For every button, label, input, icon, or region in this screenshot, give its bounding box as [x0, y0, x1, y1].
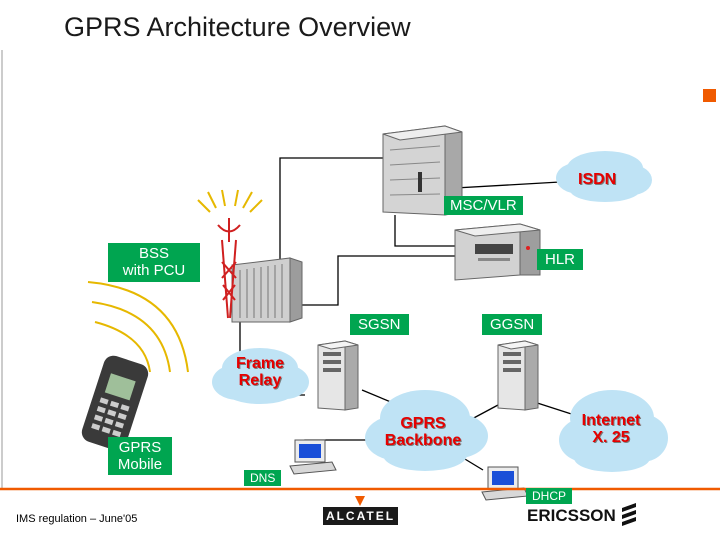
internet-label: Internet X. 25 [572, 412, 650, 446]
hlr-computer-icon [454, 223, 541, 281]
msc-vlr-cabinet-icon [382, 125, 463, 216]
bss-label: BSS with PCU [108, 243, 200, 282]
ggsn-label: GGSN [482, 314, 543, 335]
gprs-mobile-label: GPRS Mobile [108, 437, 172, 475]
internet-cloud [559, 390, 668, 472]
dhcp-label: DHCP [526, 488, 573, 504]
bss-label-line1: BSS [138, 245, 169, 262]
msc-vlr-label: MSC/VLR [444, 196, 523, 215]
gprs-backbone-label-line1: GPRS [400, 415, 446, 432]
ggsn-server-icon [497, 340, 539, 411]
frame-relay-label-line1: Frame [235, 355, 285, 372]
line-msc-to-hlr [394, 215, 455, 247]
dhcp-computer-icon [481, 466, 529, 501]
line-msc-to-bss [279, 157, 383, 290]
footer-text: IMS regulation – June'05 [16, 513, 138, 525]
accent-square [703, 89, 716, 102]
isdn-cloud [556, 151, 652, 202]
gprs-backbone-label-line2: Backbone [384, 432, 462, 449]
gprs-mobile-label-line2: Mobile [117, 456, 163, 473]
internet-label-line1: Internet [581, 412, 641, 429]
internet-label-line2: X. 25 [592, 429, 630, 446]
ericsson-logo: ERICSSON [527, 506, 616, 525]
antenna-tower-icon [197, 189, 263, 319]
dns-label: DNS [244, 470, 282, 486]
mobile-phone-icon [81, 355, 149, 451]
gprs-backbone-label: GPRS Backbone [378, 415, 468, 449]
bss-label-line2: with PCU [122, 262, 186, 279]
frame-relay-label-line2: Relay [238, 372, 282, 389]
slide-title: GPRS Architecture Overview [64, 12, 411, 42]
isdn-label: ISDN [578, 171, 617, 188]
gprs-backbone-cloud [365, 390, 488, 471]
bss-rack-icon [231, 257, 303, 323]
footer-marker-icon [355, 496, 365, 506]
hlr-label: HLR [537, 249, 584, 270]
ericsson-logo-mark [622, 503, 636, 526]
gprs-mobile-label-line1: GPRS [118, 439, 162, 456]
alcatel-logo: ALCATEL [323, 507, 398, 525]
line-backbone-to-ggsn [469, 404, 499, 421]
sgsn-label: SGSN [350, 314, 409, 335]
sgsn-server-icon [317, 340, 359, 411]
dns-computer-icon [289, 439, 337, 475]
frame-relay-cloud [212, 348, 309, 404]
frame-relay-label: Frame Relay [232, 355, 288, 389]
radio-waves [87, 281, 189, 373]
